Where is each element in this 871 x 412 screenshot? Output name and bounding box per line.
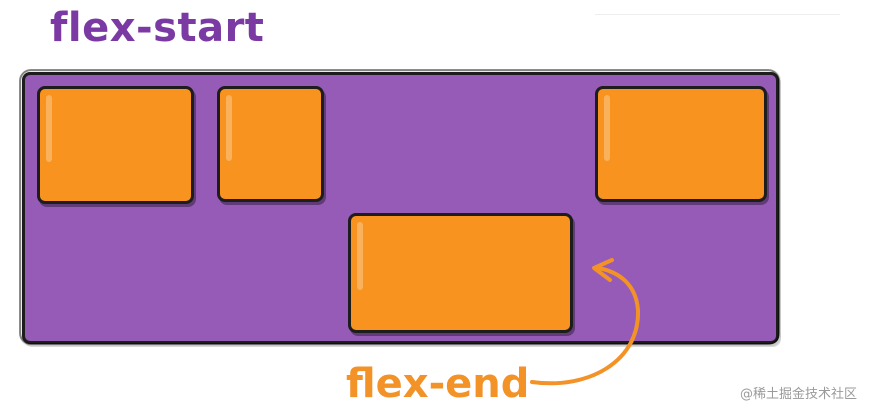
flex-end-label: flex-end xyxy=(346,361,530,407)
flex-item-1 xyxy=(37,86,194,204)
flex-start-label: flex-start xyxy=(50,5,265,51)
flex-item-2 xyxy=(217,86,324,202)
watermark: @稀土掘金技术社区 xyxy=(739,387,857,402)
divider xyxy=(595,14,840,15)
flex-item-3 xyxy=(595,86,767,202)
curved-arrow-icon xyxy=(530,258,641,386)
flex-item-4-flex-end xyxy=(348,213,573,333)
